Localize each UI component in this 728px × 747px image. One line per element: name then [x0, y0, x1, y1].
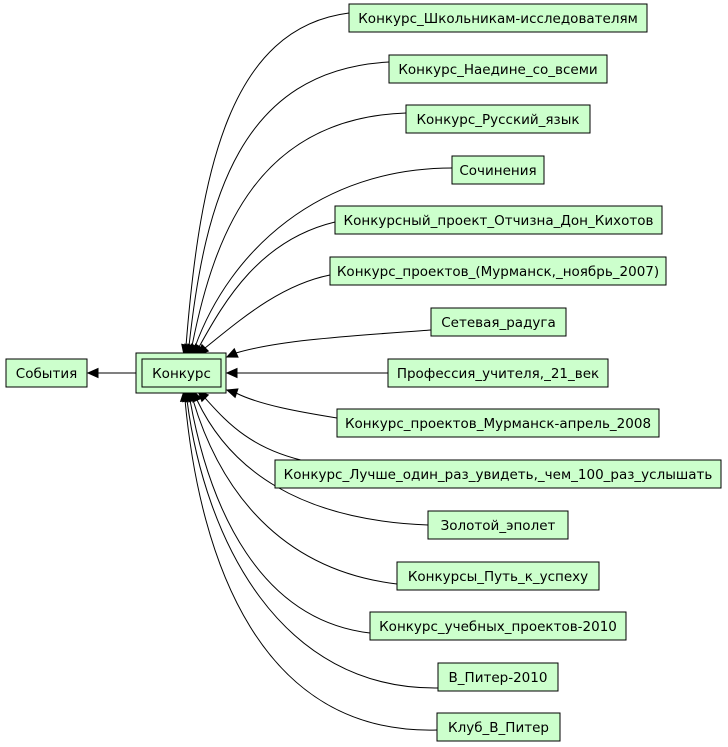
- edge-line: [194, 167, 453, 348]
- edge-c10: [197, 390, 311, 463]
- edges: [86, 12, 453, 731]
- node-konkurs[interactable]: Конкурс: [135, 352, 227, 394]
- node-label: Конкурсный_проект_Отчизна_Дон_Кихотов: [344, 213, 654, 229]
- edge-c9: [225, 388, 338, 419]
- edge-line: [189, 399, 371, 634]
- node-label: Конкурсы_Путь_к_успеху: [408, 569, 588, 585]
- node-label: Сетевая_радуга: [441, 315, 556, 331]
- node-c12[interactable]: Конкурсы_Путь_к_успеху: [396, 561, 600, 591]
- node-label: Конкурс_Лучше_один_раз_увидеть,_чем_100_…: [284, 467, 713, 483]
- node-c5[interactable]: Конкурсный_проект_Отчизна_Дон_Кихотов: [334, 205, 663, 235]
- node-c3[interactable]: Конкурс_Русский_язык: [405, 104, 591, 134]
- edge-line: [188, 61, 390, 347]
- node-c8[interactable]: Профессия_учителя,_21_век: [387, 358, 609, 388]
- node-label: Конкурс_учебных_проектов-2010: [379, 619, 617, 635]
- edge-line: [198, 221, 336, 348]
- node-c13[interactable]: Конкурс_учебных_проектов-2010: [369, 611, 627, 641]
- node-label: События: [16, 366, 77, 382]
- edge-c5: [193, 221, 336, 357]
- node-c6[interactable]: Конкурс_проектов_(Мурманск,_ноябрь_2007): [329, 256, 667, 286]
- arrowhead: [225, 388, 239, 399]
- node-label: Конкурс_проектов_Мурманск-апрель_2008: [345, 416, 651, 432]
- node-c2[interactable]: Конкурс_Наедине_со_всеми: [388, 54, 608, 84]
- node-label: Конкурс: [152, 366, 211, 382]
- edge-line: [204, 397, 311, 463]
- arrowhead: [225, 347, 239, 358]
- edge-c1: [181, 12, 350, 357]
- node-sobytiya[interactable]: События: [5, 358, 88, 388]
- edge-line: [235, 392, 338, 419]
- arrowhead: [193, 343, 205, 357]
- node-c1[interactable]: Конкурс_Школьникам-исследователям: [348, 3, 648, 33]
- edge-line: [185, 12, 350, 347]
- node-c10[interactable]: Конкурс_Лучше_один_раз_увидеть,_чем_100_…: [274, 459, 722, 489]
- node-c11[interactable]: Золотой_эполет: [427, 510, 569, 540]
- edge-line: [204, 274, 331, 349]
- edge-line: [191, 112, 407, 347]
- node-c15[interactable]: Клуб_В_Питер: [436, 712, 561, 742]
- node-c9[interactable]: Конкурс_проектов_Мурманск-апрель_2008: [336, 408, 660, 438]
- edge-line: [235, 329, 432, 354]
- arrowhead: [86, 367, 99, 379]
- node-label: В_Питер-2010: [449, 670, 548, 686]
- node-label: Клуб_В_Питер: [448, 720, 549, 736]
- arrowhead: [225, 367, 238, 379]
- node-label: Сочинения: [459, 163, 536, 179]
- node-label: Золотой_эполет: [441, 518, 556, 534]
- node-c14[interactable]: В_Питер-2010: [437, 662, 559, 692]
- nodes: События Конкурс Конкурс_Школьникам-иссле…: [5, 3, 722, 742]
- node-label: Профессия_учителя,_21_век: [397, 366, 599, 382]
- node-label: Конкурс_Школьникам-исследователям: [358, 11, 638, 27]
- node-c4[interactable]: Сочинения: [451, 155, 545, 185]
- edge-c15: [179, 389, 438, 731]
- node-c7[interactable]: Сетевая_радуга: [430, 307, 567, 337]
- edge-line: [186, 399, 439, 689]
- edge-c8: [225, 367, 388, 379]
- edge-c7: [225, 329, 432, 358]
- node-label: Конкурс_Наедине_со_всеми: [398, 62, 597, 78]
- node-label: Конкурс_проектов_(Мурманск,_ноябрь_2007): [337, 264, 659, 280]
- edge-konkurs-sobytiya: [86, 367, 136, 379]
- edge-line: [184, 399, 438, 731]
- arrowhead: [179, 389, 191, 402]
- node-label: Конкурс_Русский_язык: [416, 112, 579, 128]
- edge-line: [192, 399, 398, 585]
